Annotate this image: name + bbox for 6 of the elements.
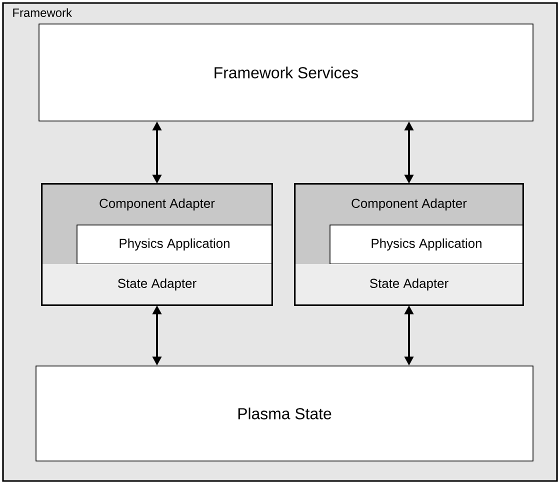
application-box: Physics Application	[42, 224, 272, 264]
adapter-band: State Adapter	[42, 264, 272, 305]
adapter-band: State Adapter	[295, 264, 523, 305]
component-box: Plasma State	[36, 366, 534, 462]
application-box: Physics Application	[295, 224, 524, 264]
component-box: Framework Services	[38, 24, 534, 122]
